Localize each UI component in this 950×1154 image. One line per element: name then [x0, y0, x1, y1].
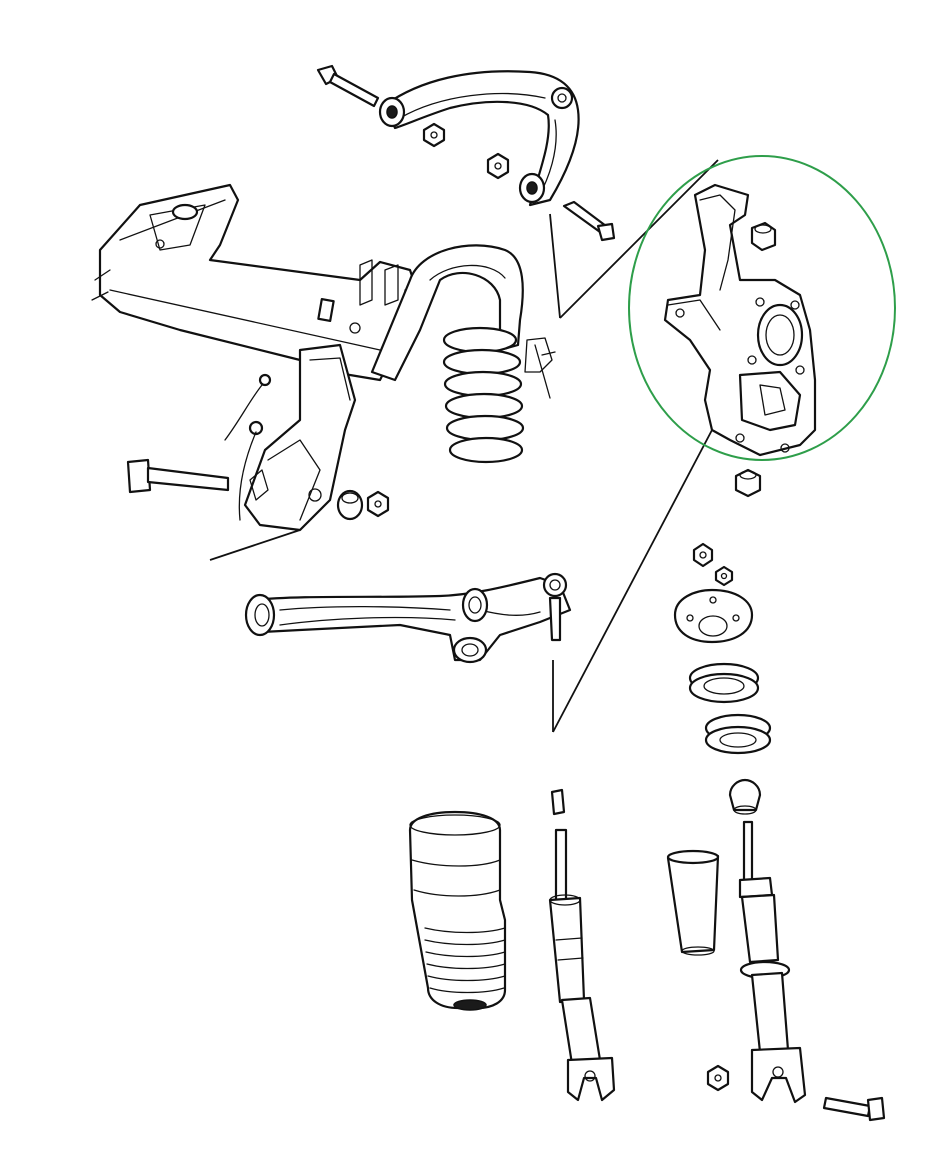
frame-nut — [366, 490, 390, 518]
steering-knuckle — [663, 183, 817, 457]
leader-lines — [209, 159, 719, 733]
frame-crossmember — [91, 183, 422, 382]
upper-arm-bolt — [316, 64, 380, 108]
knuckle-highlight-ring — [628, 155, 896, 461]
upper-arm-nut-2 — [486, 152, 510, 180]
coil-spring — [442, 326, 525, 464]
jounce-bumper — [728, 778, 762, 815]
strut-clevis-bolt — [822, 1096, 886, 1122]
strut-clevis-nut — [706, 1064, 730, 1092]
frame-bushing — [336, 489, 364, 521]
air-spring — [408, 810, 507, 1011]
upper-control-arm — [378, 70, 580, 207]
strut-upper-mount — [673, 588, 754, 644]
spring-tower — [370, 244, 556, 399]
knuckle-nut-top — [750, 221, 777, 252]
upper-arm-rear-bolt — [562, 200, 616, 242]
strut-spring-seat — [688, 662, 760, 704]
lower-arm-cam-bolt — [126, 458, 230, 494]
strut-isolator — [704, 713, 772, 755]
upper-arm-nut-1 — [422, 122, 446, 148]
frame-bracket — [243, 343, 357, 532]
dust-boot — [666, 849, 720, 956]
lower-control-arm — [244, 572, 572, 664]
brake-line — [224, 384, 263, 521]
knuckle-nut-bottom — [734, 468, 762, 498]
shock-absorber — [548, 788, 616, 1102]
strut-mount-nut-2 — [714, 565, 734, 587]
strut-assembly — [738, 820, 807, 1104]
strut-mount-nut-1 — [692, 542, 714, 568]
small-nut-frame — [248, 373, 272, 436]
